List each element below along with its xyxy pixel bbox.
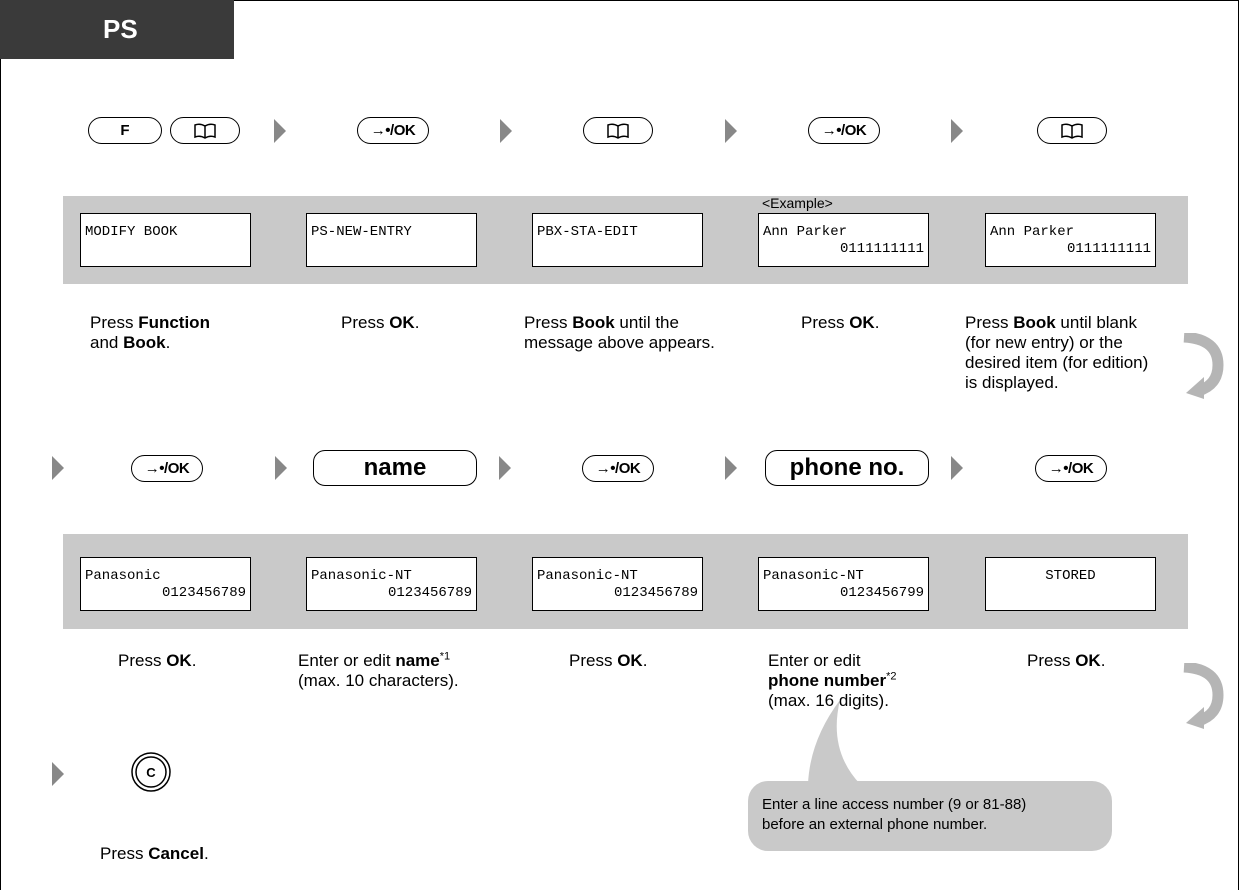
phone-no-key[interactable]: phone no. bbox=[765, 450, 929, 486]
instruction-text: Press OK. bbox=[341, 313, 420, 332]
arrow-right-icon bbox=[274, 119, 286, 143]
ok-button[interactable]: →•/OK bbox=[582, 455, 654, 482]
ok-button[interactable]: →•/OK bbox=[131, 455, 203, 482]
arrow-right-icon bbox=[951, 456, 963, 480]
ok-button[interactable]: →•/OK bbox=[808, 117, 880, 144]
book-button[interactable] bbox=[583, 117, 653, 144]
bubble-line: before an external phone number. bbox=[762, 816, 988, 833]
arrow-right-icon bbox=[725, 456, 737, 480]
arrow-right-icon bbox=[725, 119, 737, 143]
name-key[interactable]: name bbox=[313, 450, 477, 486]
ok-button[interactable]: →•/OK bbox=[1035, 455, 1107, 482]
book-icon bbox=[194, 122, 216, 139]
lcd-display: MODIFY BOOK bbox=[80, 213, 251, 267]
instruction-text: Press OK. bbox=[569, 651, 648, 670]
cancel-key-label: C bbox=[146, 765, 156, 780]
lcd-display: STORED bbox=[985, 557, 1156, 611]
bubble-pointer bbox=[808, 700, 860, 784]
cancel-button[interactable]: C bbox=[130, 751, 172, 793]
instruction-text: Press OK. bbox=[1027, 651, 1106, 670]
arrow-right-icon bbox=[52, 456, 64, 480]
book-icon bbox=[1061, 122, 1083, 139]
arrow-right-icon bbox=[500, 119, 512, 143]
note-bubble: Enter a line access number (9 or 81-88) … bbox=[748, 781, 1112, 851]
book-icon bbox=[607, 122, 629, 139]
ok-button[interactable]: →•/OK bbox=[357, 117, 429, 144]
lcd-display: PS-NEW-ENTRY bbox=[306, 213, 477, 267]
book-button[interactable] bbox=[1037, 117, 1107, 144]
instruction-text: Enter or edit phone number*2 (max. 16 di… bbox=[768, 651, 897, 710]
instruction-text: Press OK. bbox=[801, 313, 880, 332]
arrow-right-icon bbox=[499, 456, 511, 480]
arrow-right-icon bbox=[951, 119, 963, 143]
tab-label: PS bbox=[103, 14, 138, 44]
instruction-text: Press Book until blank (for new entry) o… bbox=[965, 313, 1149, 392]
continue-arrow-icon bbox=[1183, 663, 1224, 729]
arrow-right-icon bbox=[52, 762, 64, 786]
lcd-display: PBX-STA-EDIT bbox=[532, 213, 703, 267]
instruction-text: Press Cancel. bbox=[100, 844, 209, 863]
ps-tab: PS bbox=[0, 0, 234, 59]
bubble-line: Enter a line access number (9 or 81-88) bbox=[762, 796, 1027, 813]
continue-arrow-icon bbox=[1183, 333, 1224, 399]
instruction-text: Enter or edit name*1 (max. 10 characters… bbox=[298, 650, 459, 690]
instruction-text: Press OK. bbox=[118, 651, 197, 670]
example-label: <Example> bbox=[762, 195, 833, 211]
book-button[interactable] bbox=[170, 117, 240, 144]
function-button[interactable]: F bbox=[88, 117, 162, 144]
arrow-right-icon bbox=[275, 456, 287, 480]
